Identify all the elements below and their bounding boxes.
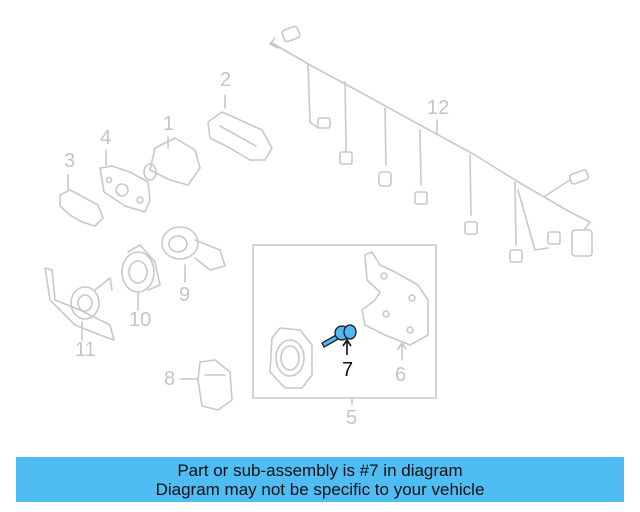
part-4-icon	[99, 165, 151, 213]
part-5-icon	[269, 327, 313, 389]
callout-2: 2	[220, 69, 232, 91]
assembly-5-box	[252, 244, 437, 399]
callout-12: 12	[427, 97, 450, 119]
callout-4: 4	[100, 127, 112, 149]
part-2-icon	[207, 111, 273, 161]
callout-5: 5	[346, 407, 358, 429]
part-3-icon	[59, 189, 104, 227]
callout-11: 11	[75, 339, 96, 361]
callout-10: 10	[129, 309, 152, 331]
callout-7: 7	[342, 359, 354, 381]
banner-line-disclaimer: Diagram may not be specific to your vehi…	[155, 479, 485, 499]
part-10-icon	[121, 244, 161, 293]
part-7-icon	[321, 324, 357, 348]
callout-8: 8	[164, 368, 176, 390]
wiring-harness-icon	[269, 25, 593, 263]
callout-1: 1	[163, 113, 175, 135]
part-8-icon	[197, 359, 233, 411]
parts-diagram	[44, 25, 593, 411]
part-11-icon	[44, 267, 115, 341]
callout-6: 6	[395, 364, 407, 386]
callout-9: 9	[179, 284, 191, 306]
part-6-icon	[361, 251, 429, 346]
callout-3: 3	[64, 150, 76, 172]
info-banner: Part or sub-assembly is #7 in diagram Di…	[16, 457, 624, 502]
part-1-icon	[143, 137, 201, 186]
banner-line-part: Part or sub-assembly is #7 in diagram	[177, 460, 463, 480]
part-9-icon	[161, 226, 226, 271]
